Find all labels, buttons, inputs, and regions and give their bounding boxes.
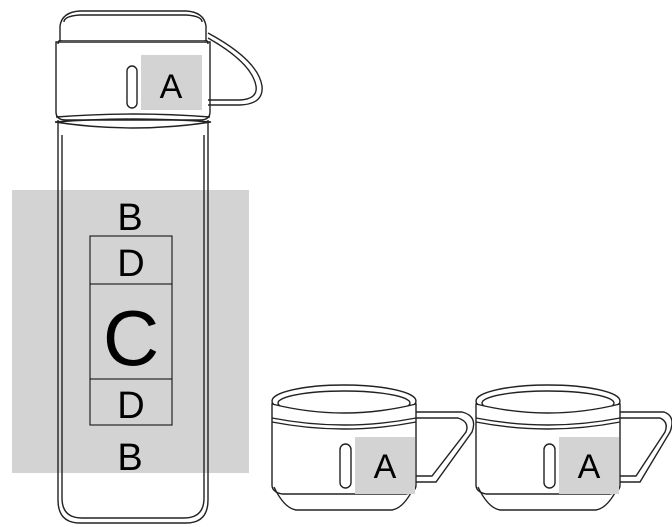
label-b-bottom: B: [117, 437, 142, 479]
cup-left-window: [339, 443, 352, 489]
cup-right-band-2: [475, 421, 621, 430]
label-a-bottle: A: [160, 68, 183, 106]
label-zone-a-bottle: [141, 55, 202, 110]
bottle-body-inner: [61, 135, 205, 519]
bottle-body: [57, 120, 209, 524]
cup-left-band: [271, 417, 417, 426]
label-d-top: D: [117, 243, 144, 285]
panel-d-bottom: [89, 378, 173, 426]
cup-right-window: [543, 443, 556, 489]
cup-left-base: [273, 486, 415, 511]
top-lid-inner: [63, 14, 203, 23]
cup-right-handle-outer: [620, 411, 672, 483]
cap-handle-inner: [207, 37, 257, 101]
label-zone-b: [12, 190, 249, 473]
label-a-cup-right: A: [578, 448, 601, 486]
cup-left-handle-inner: [416, 417, 468, 477]
cup-right-handle-inner: [620, 417, 667, 477]
label-zone-a-cup-right: [559, 437, 619, 494]
cup-right-base: [477, 486, 619, 511]
label-a-cup-left: A: [374, 448, 397, 486]
label-c: C: [103, 294, 159, 382]
collar-ring-2: [54, 118, 212, 129]
collar-ring-1: [55, 113, 211, 118]
cap-window-slot: [126, 65, 138, 109]
cup-left-band-2: [271, 421, 417, 430]
cup-left-handle-outer: [416, 411, 475, 483]
label-d-bottom: D: [117, 385, 144, 427]
cup-right-band: [475, 417, 621, 426]
label-b-top: B: [117, 197, 142, 239]
bottle-top-lid: [59, 10, 207, 40]
label-zone-a-cup-left: [355, 437, 415, 494]
cap-handle-outer: [207, 32, 263, 106]
